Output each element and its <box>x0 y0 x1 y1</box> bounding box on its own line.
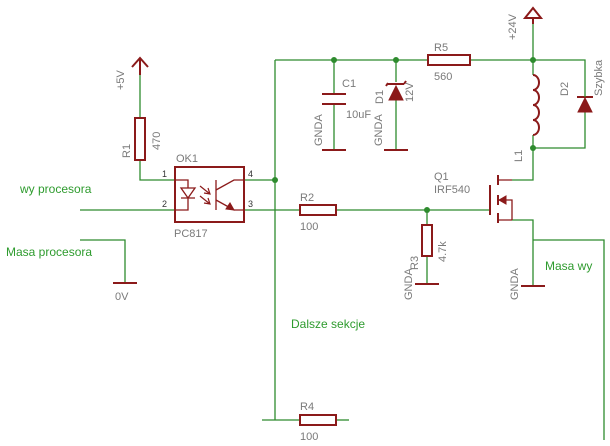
label-plus5v: +5V <box>115 69 127 90</box>
resistor-r5-body <box>427 54 471 66</box>
inductor-l1: L1 <box>513 74 540 162</box>
label-ok1-pin3: 3 <box>248 199 253 209</box>
label-r1-value: 470 <box>151 132 163 150</box>
label-plus24v: +24V <box>507 13 519 40</box>
net-label-wy-procesora: wy procesora <box>19 182 92 196</box>
ground-c1: GNDA <box>313 114 346 151</box>
mosfet-q1: Q1 IRF540 <box>434 171 513 223</box>
ok1-emitter-arrow-icon <box>225 202 235 211</box>
ok1-light-arrows-icon <box>199 185 211 205</box>
label-r1-name: R1 <box>121 144 133 158</box>
label-ok1-name: OK1 <box>176 153 198 165</box>
inductor-l1-coil-icon <box>532 74 540 136</box>
wire-q1-source <box>512 219 534 286</box>
junction-l1-d2 <box>530 145 536 151</box>
label-gnda-r3: GNDA <box>403 268 415 300</box>
resistor-r2: R2 100 <box>299 192 337 233</box>
resistor-r4-body <box>299 414 337 426</box>
label-ok1-pin2: 2 <box>162 199 167 209</box>
label-r5-name: R5 <box>434 42 448 54</box>
resistor-r2-body <box>299 204 337 216</box>
junctions <box>272 57 536 213</box>
diode-d2: D2 Szybka <box>559 59 605 113</box>
label-r4-name: R4 <box>300 401 314 413</box>
label-ok1-pin4: 4 <box>248 169 253 179</box>
net-label-masa-procesora: Masa procesora <box>6 245 92 259</box>
resistor-r3-body <box>421 224 433 257</box>
ok1-led-icon <box>175 179 197 211</box>
label-q1-part: IRF540 <box>434 184 470 196</box>
ground-q1: GNDA <box>509 268 545 300</box>
optocoupler-ok1: OK1 PC817 1 2 3 4 <box>162 153 253 240</box>
label-r2-value: 100 <box>300 221 318 233</box>
wire-masa-wy <box>533 239 605 440</box>
label-c1-value: 10uF <box>346 109 371 121</box>
diode-d2-triangle-icon <box>577 96 593 113</box>
net-label-masa-wy: Masa wy <box>545 259 592 273</box>
wires <box>80 22 605 440</box>
wire-masa-procesora <box>80 239 126 283</box>
label-r2-name: R2 <box>300 192 314 204</box>
label-q1-name: Q1 <box>434 171 449 183</box>
wire-top-rail-right <box>470 59 586 88</box>
zener-diode-d1: D1 12V <box>374 80 416 104</box>
label-d2-value: Szybka <box>593 59 605 96</box>
q1-body-arrow-icon <box>497 195 507 205</box>
label-ok1-part: PC817 <box>174 228 208 240</box>
zener-d1-bar-icon <box>385 80 407 87</box>
net-label-dalsze-sekcje: Dalsze sekcje <box>291 317 365 331</box>
ground-d1: GNDA <box>373 114 408 151</box>
label-l1-name: L1 <box>513 150 525 162</box>
junction-bus-pin4 <box>272 177 278 183</box>
wire-r1-ok1-pin1 <box>139 160 175 181</box>
junction-24v <box>530 57 536 63</box>
optocoupler-ok1-body <box>174 166 245 223</box>
label-gnda-d1: GNDA <box>373 114 385 146</box>
junction-c1-top <box>331 57 337 63</box>
resistor-r5: R5 560 <box>427 42 471 83</box>
power-symbol-5v: +5V <box>115 56 149 90</box>
power-symbol-24v: +24V <box>507 6 544 40</box>
ground-r3: GNDA <box>403 268 439 300</box>
arrow-24v-icon <box>522 6 544 19</box>
label-r3-value: 4.7k <box>437 241 449 262</box>
zener-d1-triangle-icon <box>388 84 404 101</box>
label-ok1-pin1: 1 <box>162 169 167 179</box>
resistor-r1-body <box>134 117 146 161</box>
label-r5-value: 560 <box>434 71 452 83</box>
junction-d1-top <box>393 57 399 63</box>
label-c1-name: C1 <box>342 78 356 90</box>
ground-0v: 0V <box>113 282 137 303</box>
wire-d2-bottom <box>533 112 586 149</box>
net-labels: wy procesora Masa procesora Dalsze sekcj… <box>6 182 592 331</box>
label-r4-value: 100 <box>300 431 318 443</box>
label-d1-value: 12V <box>404 82 416 102</box>
label-d1-name: D1 <box>374 90 386 104</box>
label-gnda-q1: GNDA <box>509 268 521 300</box>
label-0v: 0V <box>115 291 129 303</box>
junction-r3-gate <box>424 207 430 213</box>
resistor-r1: R1 470 <box>121 117 163 161</box>
resistor-r3: R3 4.7k <box>409 224 449 270</box>
label-d2-name: D2 <box>559 82 571 96</box>
resistor-r4: R4 100 <box>299 401 337 443</box>
label-r3-name: R3 <box>409 256 421 270</box>
label-gnda-c1: GNDA <box>313 114 325 146</box>
capacitor-c1: C1 10uF <box>322 78 371 121</box>
